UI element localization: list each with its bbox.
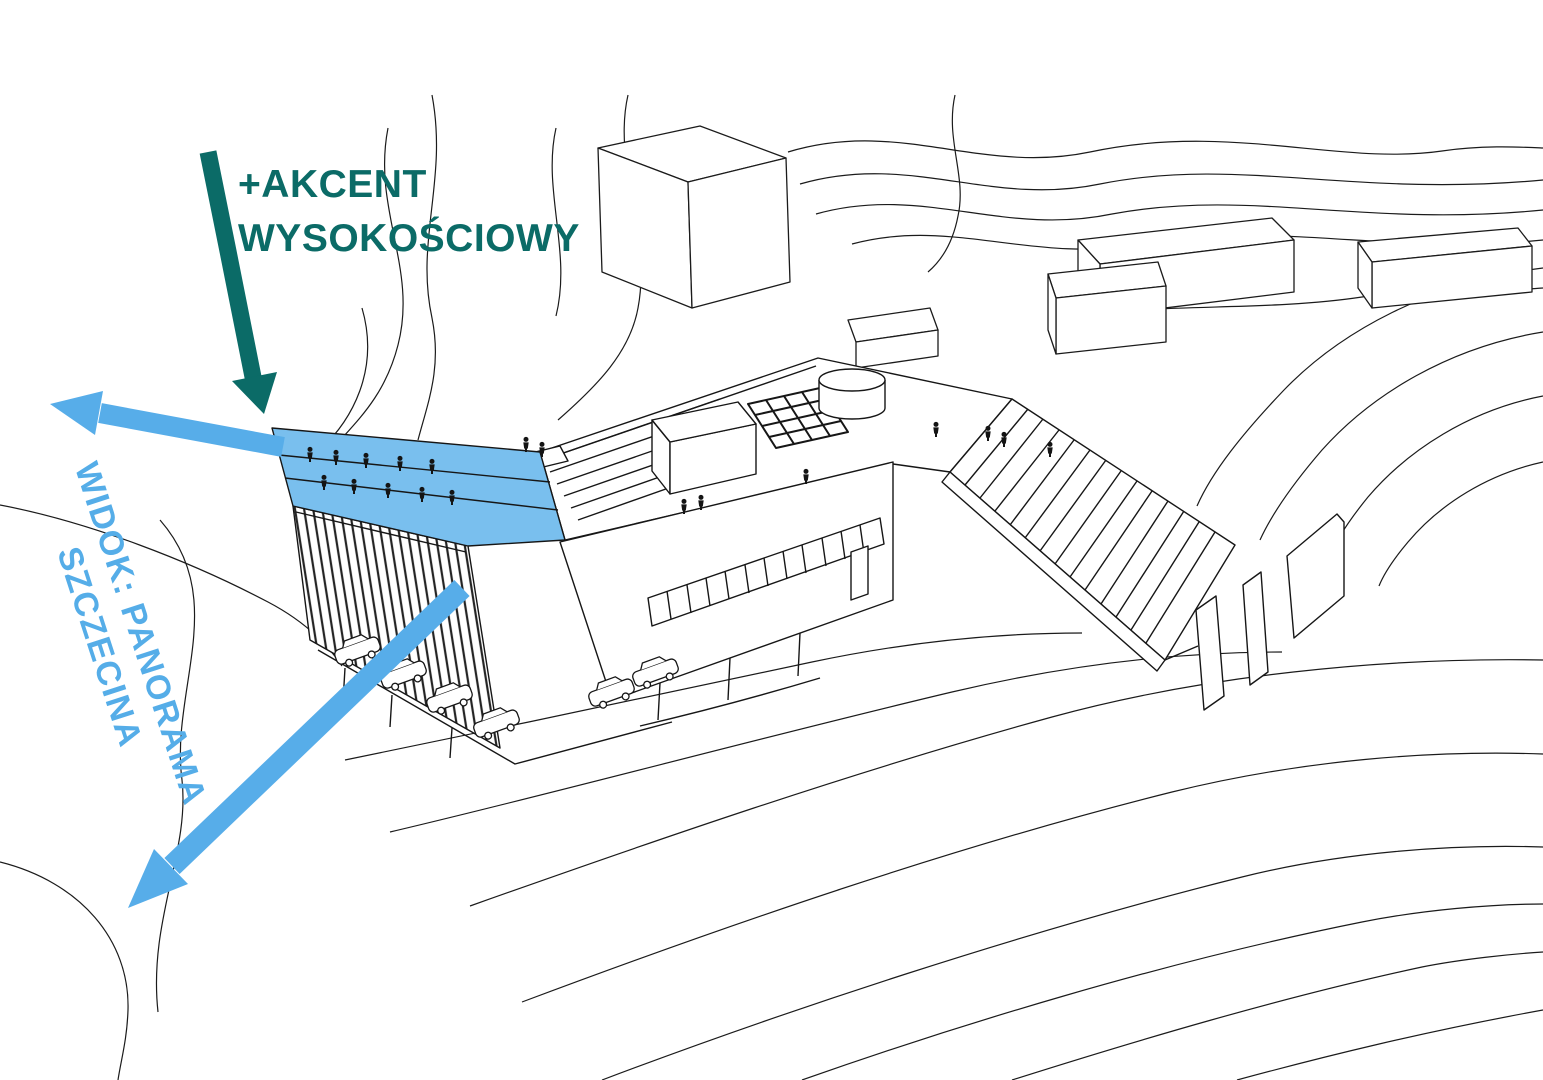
height-accent-line2: WYSOKOŚCIOWY [238, 216, 580, 260]
right-retaining-walls [1164, 513, 1345, 711]
roof-cylinder [818, 368, 886, 420]
panorama-view-arrow-upper [50, 391, 285, 457]
roof-box-volume [651, 401, 757, 495]
background-buildings [597, 125, 1533, 369]
height-accent-label: +AKCENT WYSOKOŚCIOWY [238, 158, 580, 266]
main-building [271, 357, 1345, 765]
glass-highlight-band [271, 427, 566, 547]
height-accent-line1: +AKCENT [238, 163, 427, 206]
height-accent-arrow [199, 150, 277, 414]
middle-facade [559, 461, 894, 727]
external-grand-stair [941, 398, 1236, 672]
panorama-view-arrow-lower [128, 580, 470, 908]
entry-door [850, 545, 869, 601]
terrain-contour-lines [0, 94, 1543, 1080]
